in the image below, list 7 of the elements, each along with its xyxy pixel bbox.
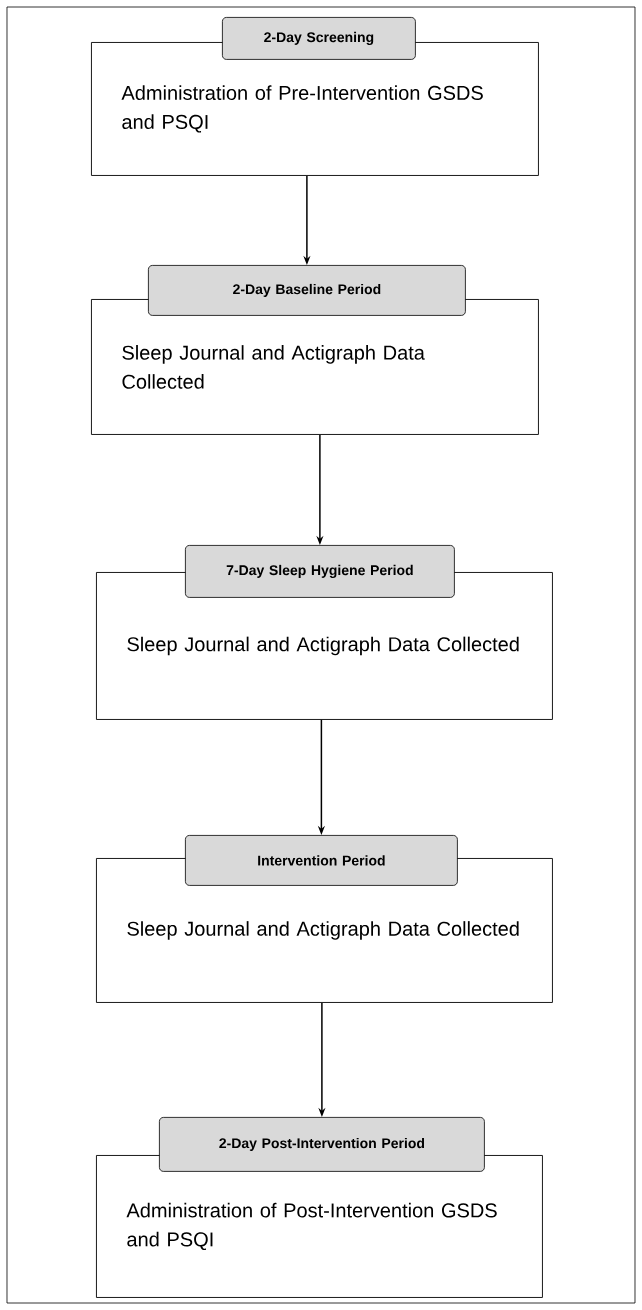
stage-tab: 7-Day Sleep Hygiene Period — [185, 545, 455, 598]
stage-tab: 2-Day Baseline Period — [148, 265, 466, 316]
stage-tab: 2-Day Post-Intervention Period — [159, 1117, 485, 1172]
process-box: Administration of Post-Intervention GSDS and PSQI — [96, 1155, 543, 1298]
process-box: Sleep Journal and Actigraph Data Collected — [91, 299, 539, 435]
stage-tab: Intervention Period — [185, 835, 458, 886]
stage-tab: 2-Day Screening — [222, 17, 416, 60]
